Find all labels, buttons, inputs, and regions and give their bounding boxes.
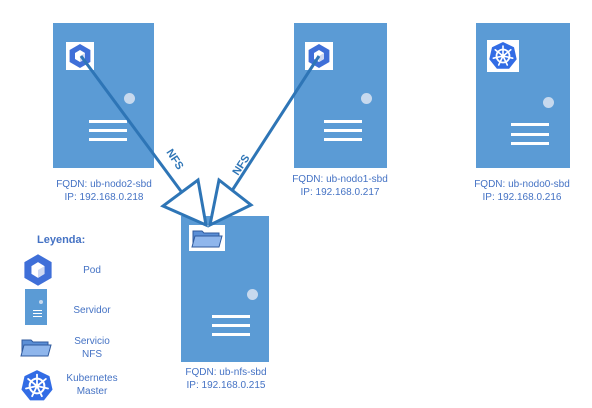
server-led <box>247 289 258 300</box>
ip-label: IP: 192.168.0.217 <box>300 187 380 198</box>
legend-label-line: Servicio <box>74 336 110 347</box>
fqdn-label: FQDN: ub-nodo1-sbd <box>292 174 388 185</box>
server-slot <box>89 129 127 132</box>
legend-label-line: Master <box>76 386 108 397</box>
server-led <box>361 93 372 104</box>
server-nodo0 <box>476 23 570 168</box>
server-nodo2 <box>53 23 154 168</box>
legend-label-line: NFS <box>82 349 102 360</box>
kubernetes-icon <box>487 40 519 72</box>
server-slot <box>212 333 250 336</box>
edge-label: NFS <box>163 147 185 172</box>
server-nfs <box>181 216 269 362</box>
ip-label: IP: 192.168.0.215 <box>186 380 266 391</box>
node-caption-nfs: FQDN: ub-nfs-sbd IP: 192.168.0.215 <box>169 366 283 392</box>
node-caption-nodo1: FQDN: ub-nodo1-sbd IP: 192.168.0.217 <box>283 173 397 199</box>
node-caption-nodo0: FQDN: ub-nodo0-sbd IP: 192.168.0.216 <box>465 178 579 204</box>
fqdn-label: FQDN: ub-nodo2-sbd <box>56 179 152 190</box>
server-slot <box>511 123 549 126</box>
legend-label: Kubernetes Master <box>62 372 122 398</box>
server-slot <box>212 315 250 318</box>
kubernetes-icon <box>20 369 54 408</box>
folder-icon <box>189 225 225 251</box>
legend-title: Leyenda: <box>37 234 86 246</box>
folder-icon <box>20 336 52 363</box>
ip-label: IP: 192.168.0.218 <box>64 192 144 203</box>
server-slot <box>89 138 127 141</box>
server-icon <box>25 289 47 325</box>
node-caption-nodo2: FQDN: ub-nodo2-sbd IP: 192.168.0.218 <box>47 178 161 204</box>
server-led <box>543 97 554 108</box>
server-slot <box>212 324 250 327</box>
fqdn-label: FQDN: ub-nodo0-sbd <box>474 179 570 190</box>
server-slot <box>89 120 127 123</box>
fqdn-label: FQDN: ub-nfs-sbd <box>185 367 267 378</box>
legend-label: Servidor <box>73 305 111 316</box>
ip-label: IP: 192.168.0.216 <box>482 192 562 203</box>
server-slot <box>511 133 549 136</box>
legend-label-line: Kubernetes <box>66 373 118 384</box>
nfs-arrow-right <box>207 55 321 228</box>
nfs-arrow-left <box>79 55 208 228</box>
pod-icon <box>66 42 94 70</box>
server-led <box>124 93 135 104</box>
legend-label: Servicio NFS <box>66 335 118 361</box>
server-slot <box>511 142 549 145</box>
server-slot <box>324 138 362 141</box>
pod-icon <box>21 253 55 292</box>
server-slot <box>324 129 362 132</box>
legend-label: Pod <box>83 265 101 276</box>
server-slot <box>324 120 362 123</box>
